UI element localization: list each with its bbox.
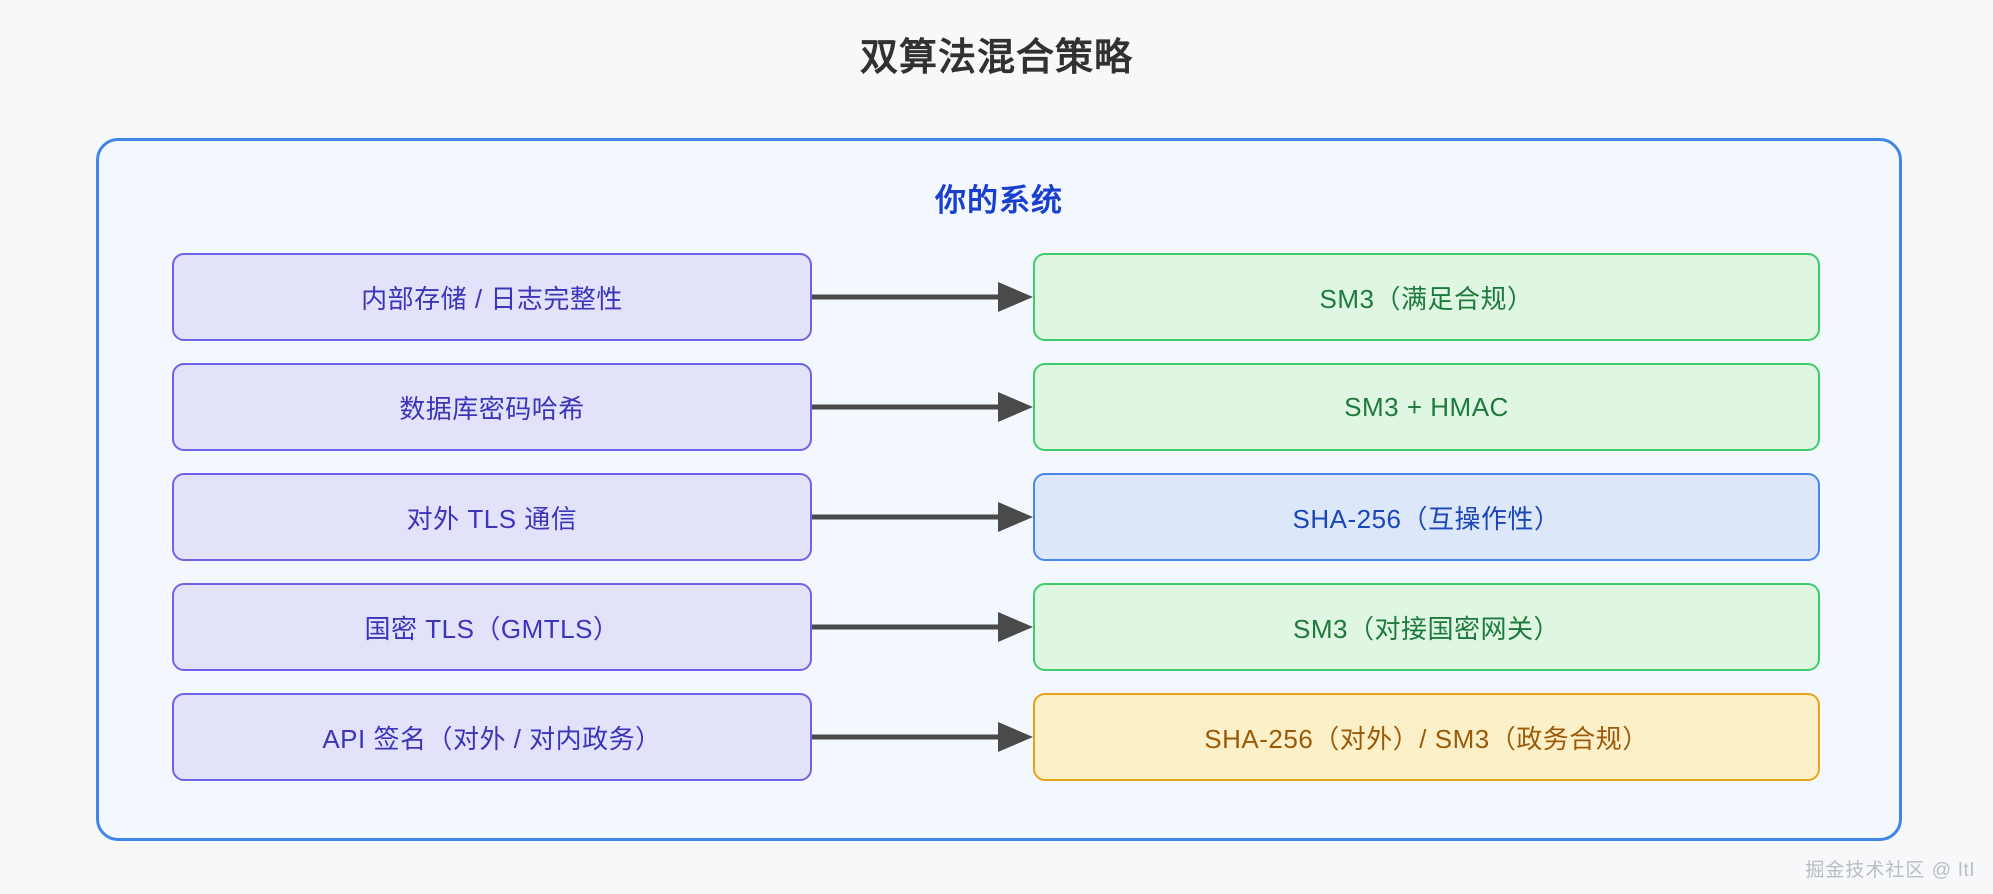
target-node[interactable]: SM3（满足合规） [1033,253,1820,341]
target-node[interactable]: SM3（对接国密网关） [1033,583,1820,671]
flow-row: 国密 TLS（GMTLS） SM3（对接国密网关） [99,583,1899,671]
flow-row: 数据库密码哈希 SM3 + HMAC [99,363,1899,451]
watermark: 掘金技术社区 @ ltl [1805,860,1975,881]
system-boundary-container: 你的系统 内部存储 / 日志完整性 SM3（满足合规） 数据库密码哈希 SM3 … [96,138,1902,841]
source-node[interactable]: 国密 TLS（GMTLS） [172,583,812,671]
source-node[interactable]: 对外 TLS 通信 [172,473,812,561]
source-node[interactable]: 内部存储 / 日志完整性 [172,253,812,341]
source-node[interactable]: API 签名（对外 / 对内政务） [172,693,812,781]
flow-row: API 签名（对外 / 对内政务） SHA-256（对外）/ SM3（政务合规） [99,693,1899,781]
target-node[interactable]: SHA-256（对外）/ SM3（政务合规） [1033,693,1820,781]
arrow-right-icon [812,612,1033,642]
arrow-right-icon [812,502,1033,532]
arrow-right-icon [812,722,1033,752]
arrow-right-icon [812,282,1033,312]
system-label: 你的系统 [935,183,1063,218]
arrow-right-icon [812,392,1033,422]
flow-row: 内部存储 / 日志完整性 SM3（满足合规） [99,253,1899,341]
target-node[interactable]: SHA-256（互操作性） [1033,473,1820,561]
flow-rows: 内部存储 / 日志完整性 SM3（满足合规） 数据库密码哈希 SM3 + HMA… [99,253,1899,803]
target-node[interactable]: SM3 + HMAC [1033,363,1820,451]
flow-row: 对外 TLS 通信 SHA-256（互操作性） [99,473,1899,561]
source-node[interactable]: 数据库密码哈希 [172,363,812,451]
page-title: 双算法混合策略 [859,37,1133,79]
